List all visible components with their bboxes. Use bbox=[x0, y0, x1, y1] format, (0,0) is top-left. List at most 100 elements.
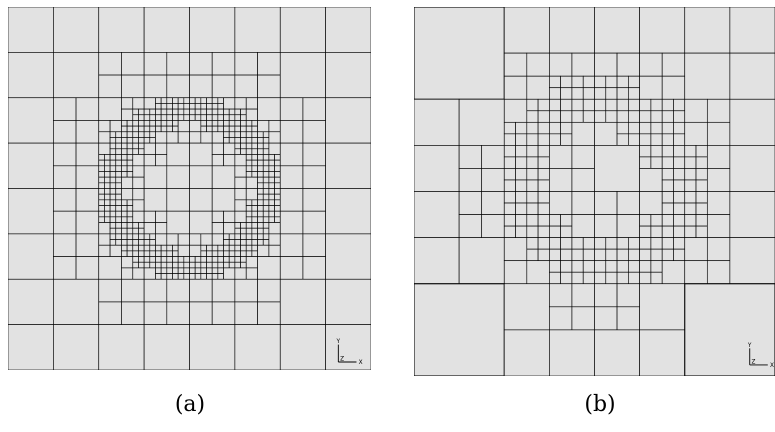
mesh-cell bbox=[594, 52, 618, 77]
mesh-cell bbox=[132, 120, 139, 127]
mesh-cell bbox=[53, 142, 77, 167]
mesh-cell bbox=[526, 225, 539, 238]
mesh-cell bbox=[706, 145, 731, 169]
mesh-cell bbox=[104, 193, 111, 201]
mesh-cell bbox=[526, 98, 539, 112]
mesh-cell bbox=[639, 110, 652, 123]
mesh-cell bbox=[217, 97, 224, 104]
mesh-cell bbox=[503, 283, 550, 331]
mesh-cell bbox=[8, 324, 54, 370]
mesh-cell bbox=[166, 108, 173, 116]
mesh-cell bbox=[251, 233, 258, 240]
mesh-cell bbox=[8, 97, 54, 144]
mesh-cell bbox=[684, 121, 708, 146]
mesh-cell bbox=[268, 159, 275, 167]
mesh-cell bbox=[109, 239, 117, 246]
mesh-cell bbox=[594, 329, 640, 376]
mesh-cell bbox=[155, 233, 168, 246]
mesh-cell bbox=[143, 267, 156, 280]
mesh-cell bbox=[605, 110, 618, 123]
mesh-cell bbox=[262, 182, 270, 189]
mesh-cell bbox=[661, 145, 674, 158]
mesh-cell bbox=[211, 120, 219, 127]
mesh-cell bbox=[132, 210, 145, 223]
mesh-cell bbox=[526, 260, 550, 285]
mesh-cell bbox=[121, 125, 128, 133]
mesh-cell bbox=[695, 168, 708, 181]
mesh-cell bbox=[268, 244, 281, 257]
mesh-cell bbox=[189, 324, 236, 370]
mesh-cell bbox=[257, 256, 281, 280]
mesh-cell bbox=[571, 168, 595, 192]
mesh-cell bbox=[53, 7, 100, 53]
mesh-cell bbox=[138, 233, 145, 240]
mesh-cell bbox=[132, 165, 145, 178]
mesh-cell bbox=[549, 283, 573, 308]
mesh-cell bbox=[211, 250, 219, 257]
mesh-cell bbox=[75, 210, 100, 235]
mesh-cell bbox=[206, 256, 213, 263]
mesh-cell bbox=[515, 202, 528, 215]
mesh-cell bbox=[549, 191, 573, 215]
mesh-cell bbox=[143, 137, 151, 144]
mesh-cell bbox=[251, 250, 258, 257]
mesh-cell bbox=[325, 142, 371, 189]
mesh-cell bbox=[115, 171, 122, 178]
mesh-cell bbox=[594, 75, 607, 89]
mesh-cell bbox=[414, 283, 505, 376]
mesh-cell bbox=[115, 154, 122, 161]
mesh-cell bbox=[279, 52, 326, 99]
mesh-cell bbox=[155, 97, 162, 104]
mesh-cell bbox=[115, 222, 122, 229]
mesh-cell bbox=[166, 250, 173, 257]
mesh-cell bbox=[302, 210, 326, 235]
mesh-cell bbox=[121, 244, 128, 252]
mesh-cell bbox=[526, 110, 539, 123]
mesh-cell bbox=[115, 182, 122, 189]
mesh-cell bbox=[571, 260, 584, 273]
mesh-cell bbox=[560, 75, 573, 89]
mesh-cell bbox=[166, 114, 173, 121]
mesh-cell bbox=[262, 176, 270, 184]
mesh-cell bbox=[121, 154, 128, 161]
mesh-cell bbox=[268, 216, 275, 223]
mesh-cell bbox=[245, 171, 253, 178]
mesh-cell bbox=[650, 260, 663, 273]
mesh-cell bbox=[194, 114, 202, 121]
mesh-cell bbox=[98, 97, 122, 121]
mesh-cell bbox=[673, 156, 686, 169]
mesh-cell bbox=[560, 248, 573, 262]
mesh-cell bbox=[160, 244, 168, 252]
mesh-cell bbox=[684, 179, 697, 192]
mesh-cell bbox=[240, 261, 247, 269]
mesh-cell bbox=[302, 233, 326, 257]
mesh-cell bbox=[126, 205, 134, 212]
mesh-cell bbox=[121, 250, 128, 257]
mesh-cell bbox=[166, 273, 173, 280]
mesh-cell bbox=[279, 256, 304, 280]
mesh-cell bbox=[616, 306, 640, 331]
mesh-cell bbox=[661, 52, 686, 77]
mesh-cell bbox=[115, 148, 122, 155]
mesh-cell bbox=[132, 222, 139, 229]
mesh-cell bbox=[503, 260, 528, 285]
mesh-cell bbox=[268, 199, 275, 206]
mesh-cell bbox=[177, 120, 190, 133]
mesh-cell bbox=[98, 216, 105, 223]
mesh-cell bbox=[639, 133, 652, 146]
mesh-cell bbox=[279, 7, 326, 53]
mesh-cell bbox=[132, 199, 145, 212]
mesh-cell bbox=[98, 193, 105, 201]
mesh-cell bbox=[228, 137, 236, 144]
mesh-cell bbox=[166, 165, 190, 189]
mesh-cell bbox=[245, 159, 253, 167]
mesh-cell bbox=[262, 165, 270, 172]
mesh-cell bbox=[582, 87, 595, 100]
mesh-cell bbox=[251, 120, 258, 127]
mesh-cell bbox=[274, 182, 281, 189]
mesh-cell bbox=[673, 168, 686, 181]
mesh-cell bbox=[132, 227, 139, 235]
mesh-cell bbox=[104, 216, 111, 223]
mesh-cell bbox=[211, 131, 224, 144]
mesh-cell bbox=[183, 256, 190, 263]
